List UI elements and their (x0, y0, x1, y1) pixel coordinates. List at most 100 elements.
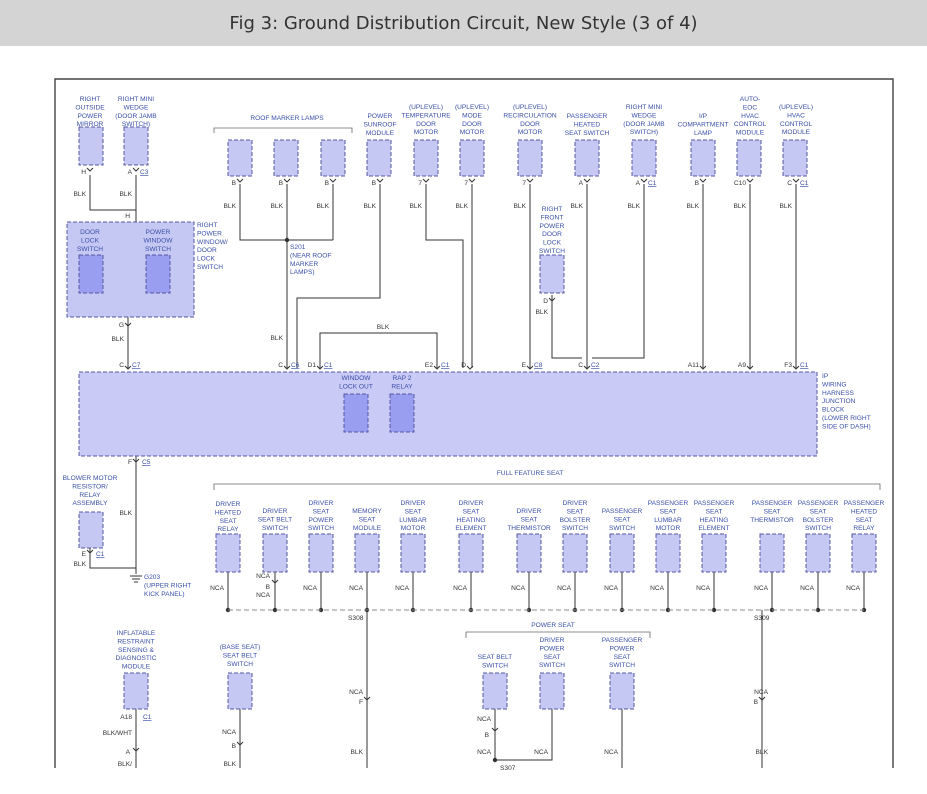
pin-label: D (543, 298, 548, 305)
pin-label: B (372, 180, 377, 187)
wire-label-blk: BLK (410, 203, 423, 210)
component-uplevel-hvac (782, 139, 808, 177)
ground-symbol (130, 575, 142, 583)
component-passenger-seat-lumbar-motor (655, 533, 681, 573)
connector-c7: C7 (132, 362, 141, 369)
wire-label-blk: BLK (74, 561, 87, 568)
splice-dot (272, 607, 278, 613)
component-passenger-seat-switch (609, 533, 635, 573)
pin-mark (792, 365, 800, 370)
wire-label-blk: BLK (271, 335, 284, 342)
connector-c1: C1 (800, 180, 809, 187)
component-driver-seat-lumbar-motor (400, 533, 426, 573)
pin-label: A (126, 749, 131, 756)
pin-label: D1 (308, 362, 317, 369)
pin-mark (583, 178, 591, 183)
connector-c3: C3 (140, 169, 149, 176)
component-passenger-heated-seat-relay (851, 533, 877, 573)
label-full-feature-seat: FULL FEATURE SEAT (497, 470, 564, 477)
component-right-outside-power-mirror (78, 126, 104, 166)
wire-label-blk-wht: BLK/WHT (103, 730, 132, 737)
wire-label-nca: NCA (256, 592, 271, 599)
component-ps-driver-power-seat-switch (539, 672, 565, 710)
pin-label: A (636, 180, 641, 187)
component-right-mini-wedge-1 (123, 126, 149, 166)
component-driver-seat-heating-element (458, 533, 484, 573)
pin-label: C (578, 362, 583, 369)
component-driver-heated-seat-relay (215, 533, 241, 573)
wire (89, 548, 136, 569)
pin-label: E (522, 362, 527, 369)
component-temperature-door-motor (413, 139, 439, 177)
component-passenger-heated-seat-switch (574, 139, 600, 177)
pin-mark (792, 178, 800, 183)
connector-c8: C8 (534, 362, 543, 369)
wire (425, 184, 464, 368)
wire (319, 332, 438, 368)
wire-label-blk-slash: BLK/ (118, 761, 132, 768)
component-base-seat-belt-switch (227, 672, 253, 710)
connector-c1: C1 (143, 714, 152, 721)
component-ps-seat-belt-switch (482, 672, 508, 710)
pin-mark (640, 178, 648, 183)
wire-label-blk: BLK (351, 749, 364, 756)
window-lock-out-element (343, 393, 369, 433)
pin-label: F3 (784, 362, 792, 369)
component-blower-motor-resistor (78, 511, 104, 549)
component-driver-seat-belt-switch (262, 533, 288, 573)
connector-c1: C1 (96, 551, 105, 558)
wire-label-blk: BLK (120, 510, 133, 517)
label-power-seat: POWER SEAT (531, 622, 574, 629)
wire (592, 184, 645, 359)
component-ps-passenger-power-seat-switch (609, 672, 635, 710)
full-feature-seat-bracket (213, 483, 881, 490)
label-roof-marker-lamps: ROOF MARKER LAMPS (250, 115, 324, 122)
pin-label: 7 (464, 180, 468, 187)
wire-label-nca: NCA (395, 585, 410, 592)
wire-label-nca: NCA (604, 749, 619, 756)
pin-mark (283, 365, 291, 370)
pin-mark (236, 178, 244, 183)
pin-mark (758, 696, 766, 701)
component-roof-marker-lamp-4 (320, 139, 346, 177)
pin-mark (433, 365, 441, 370)
wire (296, 184, 381, 368)
pin-label: B (232, 743, 237, 750)
door-lock-switch-element (78, 254, 104, 294)
component-roof-marker-lamp-2 (227, 139, 253, 177)
pin-label: C10 (734, 180, 746, 187)
splice-s308: S308 (348, 615, 364, 622)
wire-label-blk: BLK (317, 203, 330, 210)
component-right-mini-wedge-2 (631, 139, 657, 177)
wire-label-nca: NCA (477, 749, 492, 756)
wire (494, 709, 553, 761)
component-driver-seat-bolster-switch (562, 533, 588, 573)
pin-label: 7 (418, 180, 422, 187)
roof-marker-bracket (213, 127, 353, 133)
wire (89, 175, 136, 211)
component-driver-seat-power-switch (308, 533, 334, 573)
wire-label-nca: NCA (846, 585, 861, 592)
connector-c1: C1 (324, 362, 333, 369)
wire-label-nca: NCA (210, 585, 225, 592)
pin-label: B (695, 180, 700, 187)
connector-c1: C1 (441, 362, 450, 369)
component-driver-seat-thermistor (516, 533, 542, 573)
